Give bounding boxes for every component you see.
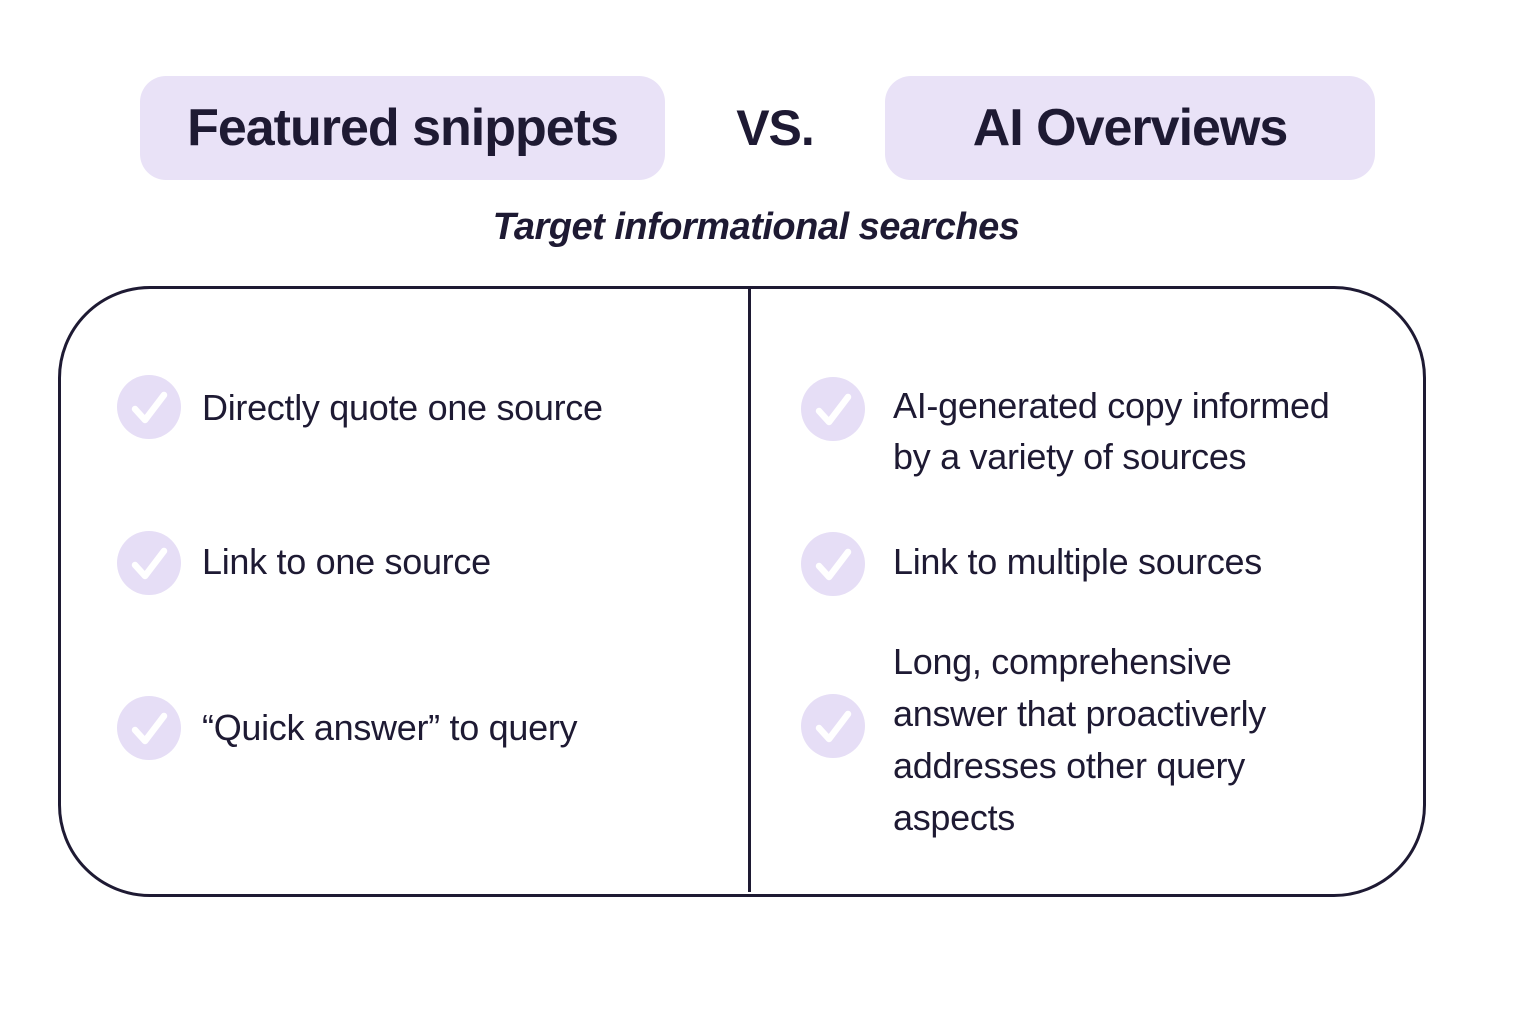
- feature-text: Long, comprehensive answer that proactiv…: [893, 641, 1266, 838]
- feature-text: AI-generated copy informed by a variety …: [893, 385, 1330, 477]
- left-chip: Featured snippets: [140, 76, 665, 180]
- feature-text: Link to one source: [202, 541, 491, 582]
- checkmark-icon: [801, 377, 865, 441]
- right-chip-label: AI Overviews: [972, 99, 1289, 157]
- checkmark-icon: [801, 532, 865, 596]
- subtitle: Target informational searches: [492, 206, 1020, 248]
- column-divider: [748, 288, 751, 892]
- checkmark-icon: [117, 531, 181, 595]
- feature-text: Directly quote one source: [202, 387, 603, 428]
- left-chip-label: Featured snippets: [187, 99, 619, 157]
- vs-label: VS.: [736, 100, 815, 156]
- checkmark-icon: [801, 694, 865, 758]
- checkmark-icon: [117, 375, 181, 439]
- feature-text: “Quick answer” to query: [202, 707, 578, 748]
- right-chip: AI Overviews: [885, 76, 1375, 180]
- feature-text: Link to multiple sources: [893, 541, 1262, 582]
- comparison-box: [58, 286, 1426, 897]
- checkmark-icon: [117, 696, 181, 760]
